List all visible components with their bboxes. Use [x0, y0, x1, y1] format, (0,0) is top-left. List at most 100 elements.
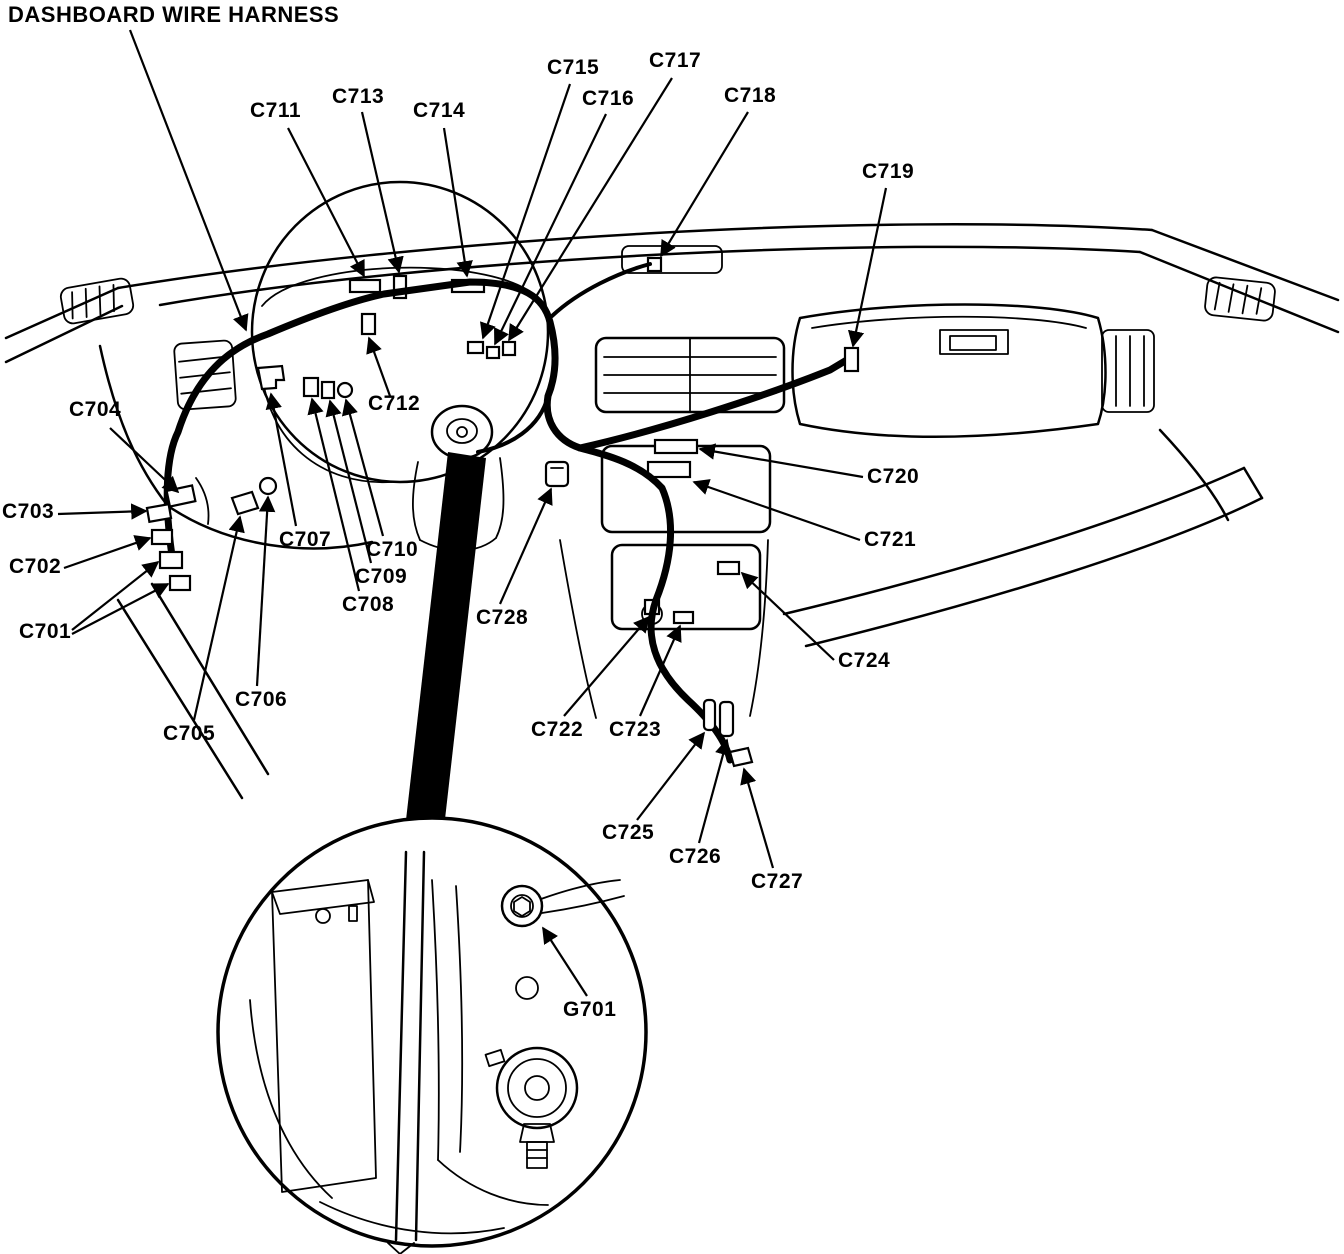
leader-c708 — [307, 397, 361, 592]
connector-label-C717: C717 — [649, 49, 702, 72]
connector-c720 — [653, 438, 699, 455]
connector-c712 — [360, 312, 377, 336]
inset-bottom-notch — [387, 1242, 415, 1254]
left-side-vent — [59, 277, 135, 325]
harness-drop-to-inset — [406, 452, 486, 828]
leader-c717 — [508, 77, 673, 342]
connector-label-C723: C723 — [609, 718, 662, 741]
leader-c713 — [360, 111, 404, 274]
connector-c725 — [702, 698, 717, 732]
leader-c701a — [71, 560, 160, 631]
connector-c710 — [336, 381, 354, 399]
connector-label-C713: C713 — [332, 85, 385, 108]
leader-c718 — [660, 111, 749, 258]
leader-c706 — [255, 495, 276, 687]
leader-c702 — [63, 535, 152, 570]
leader-lines — [57, 29, 888, 997]
connector-c727 — [728, 746, 754, 768]
connector-c701b — [168, 574, 192, 592]
connector-label-C719: C719 — [862, 160, 915, 183]
ground-bolt-g701 — [500, 879, 625, 928]
under-cluster-connectors — [256, 364, 354, 400]
leader-c721 — [692, 479, 861, 542]
connector-label-C712: C712 — [368, 392, 421, 415]
connector-c708 — [302, 376, 320, 398]
connector-label-C711: C711 — [250, 99, 302, 122]
leader-c726 — [697, 738, 732, 844]
connector-label-C705: C705 — [163, 722, 216, 745]
steering-wheel — [250, 180, 550, 552]
connector-c705 — [230, 490, 260, 516]
connector-c701a — [158, 550, 184, 570]
leader-c707 — [265, 392, 298, 527]
leader-c703 — [57, 503, 148, 520]
connector-label-C708: C708 — [342, 593, 395, 616]
right-side-vent — [1204, 276, 1276, 322]
connector-c717 — [501, 340, 517, 357]
connector-label-C721: C721 — [864, 528, 917, 551]
connector-c715 — [466, 340, 485, 355]
connector-label-C714: C714 — [413, 99, 466, 122]
connector-label-C728: C728 — [476, 606, 529, 629]
connector-label-C701: C701 — [19, 620, 72, 643]
connector-label-C716: C716 — [582, 87, 635, 110]
connector-c723 — [672, 610, 695, 625]
connector-label-C707: C707 — [279, 528, 332, 551]
leader-c724 — [740, 571, 835, 661]
center-console — [600, 438, 772, 631]
connector-c728 — [544, 460, 570, 488]
leader-c715 — [480, 83, 572, 340]
leader-c727 — [740, 767, 775, 869]
lower-console-connectors — [702, 698, 754, 768]
connector-c716 — [485, 345, 501, 360]
connector-label-C726: C726 — [669, 845, 722, 868]
leader-c704 — [109, 427, 180, 494]
connector-label-G701: G701 — [563, 998, 617, 1021]
leader-g701 — [542, 926, 588, 997]
leader-c709 — [325, 399, 373, 564]
wire-harness — [163, 262, 854, 764]
connector-label-C709: C709 — [355, 565, 408, 588]
connector-label-C718: C718 — [724, 84, 777, 107]
connector-c711 — [348, 278, 382, 294]
inset-detail-circle — [216, 816, 648, 1254]
inset-small-hole — [515, 976, 539, 1000]
leader-c701b — [71, 583, 170, 635]
leader-c720 — [698, 443, 864, 479]
inset-large-fastener — [484, 1046, 579, 1169]
diagram-title: DASHBOARD WIRE HARNESS — [8, 2, 340, 27]
leader-c723 — [638, 624, 682, 717]
connector-label-C710: C710 — [366, 538, 419, 561]
connector-c721 — [646, 460, 692, 479]
connector-label-C715: C715 — [547, 56, 600, 79]
connector-label-C702: C702 — [9, 555, 62, 578]
inset-left-panel — [249, 879, 377, 1199]
connector-c703 — [145, 502, 173, 524]
leader-c714 — [442, 127, 473, 278]
connector-label-C725: C725 — [602, 821, 655, 844]
connector-c719 — [843, 346, 860, 373]
connector-label-C706: C706 — [235, 688, 288, 711]
connector-c706 — [258, 476, 278, 496]
inset-center-bracket — [319, 879, 549, 1235]
connector-c709 — [320, 380, 336, 400]
connector-label-C720: C720 — [867, 465, 920, 488]
connector-c726 — [718, 700, 735, 738]
connector-label-C727: C727 — [751, 870, 804, 893]
dash-lower-outline — [98, 344, 1264, 800]
leader-c716 — [494, 113, 607, 346]
connector-label-C703: C703 — [2, 500, 55, 523]
leader-c710 — [341, 398, 385, 537]
connector-c702 — [150, 528, 174, 546]
leader-c711 — [287, 127, 365, 278]
leader-c722 — [563, 615, 651, 717]
connector-label-C724: C724 — [838, 649, 891, 672]
connector-c704 — [165, 484, 197, 508]
connector-label-C722: C722 — [531, 718, 584, 741]
connector-label-C704: C704 — [69, 398, 122, 421]
leader-c719 — [847, 187, 888, 348]
cluster-side-connectors — [466, 340, 517, 360]
leader-c705 — [192, 515, 245, 721]
